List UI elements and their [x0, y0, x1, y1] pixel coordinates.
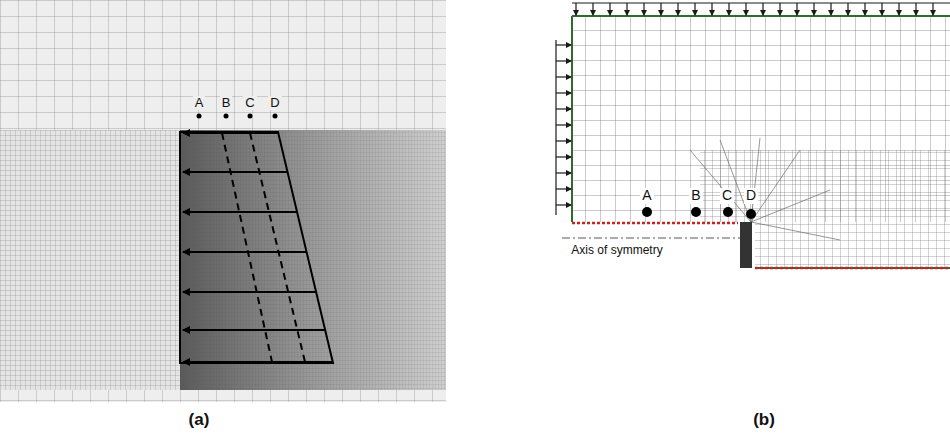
load-arrow: [556, 156, 571, 157]
load-arrow: [728, 3, 729, 15]
load-arrow: [643, 3, 644, 15]
panel-label: (a): [187, 411, 212, 430]
point-label: D: [744, 188, 758, 203]
load-arrow: [745, 3, 746, 15]
load-arrow: [830, 3, 831, 15]
load-arrow: [711, 3, 712, 15]
load-arrow: [932, 3, 933, 15]
point-label: B: [689, 188, 702, 203]
load-arrow: [813, 3, 814, 15]
load-arrow: [556, 76, 571, 77]
load-arrow: [556, 172, 571, 173]
load-arrow: [898, 3, 899, 15]
point-label: C: [243, 96, 256, 110]
load-arrow: [762, 3, 763, 15]
load-arrow: [556, 92, 571, 93]
axis-label: Axis of symmetry: [569, 244, 664, 257]
point-label: A: [640, 188, 653, 203]
point-label: A: [193, 96, 206, 110]
load-arrow: [556, 204, 571, 205]
load-arrow: [796, 3, 797, 15]
load-arrow: [592, 3, 593, 15]
load-arrow: [556, 60, 571, 61]
load-arrow: [779, 3, 780, 15]
point-label: B: [220, 96, 233, 110]
load-arrow: [847, 3, 848, 15]
load-arrow: [556, 44, 571, 45]
load-arrow: [556, 140, 571, 141]
point-label: D: [268, 96, 281, 110]
panel-label: (b): [751, 411, 777, 430]
load-arrow: [556, 188, 571, 189]
load-arrow: [881, 3, 882, 15]
load-arrow: [556, 108, 571, 109]
load-arrow: [677, 3, 678, 15]
load-arrow: [915, 3, 916, 15]
load-arrow: [694, 3, 695, 15]
load-arrow: [660, 3, 661, 15]
load-arrow: [626, 3, 627, 15]
point-label: C: [720, 188, 734, 203]
load-arrow: [575, 3, 576, 15]
load-arrow: [864, 3, 865, 15]
load-arrow: [609, 3, 610, 15]
load-arrow: [556, 124, 571, 125]
